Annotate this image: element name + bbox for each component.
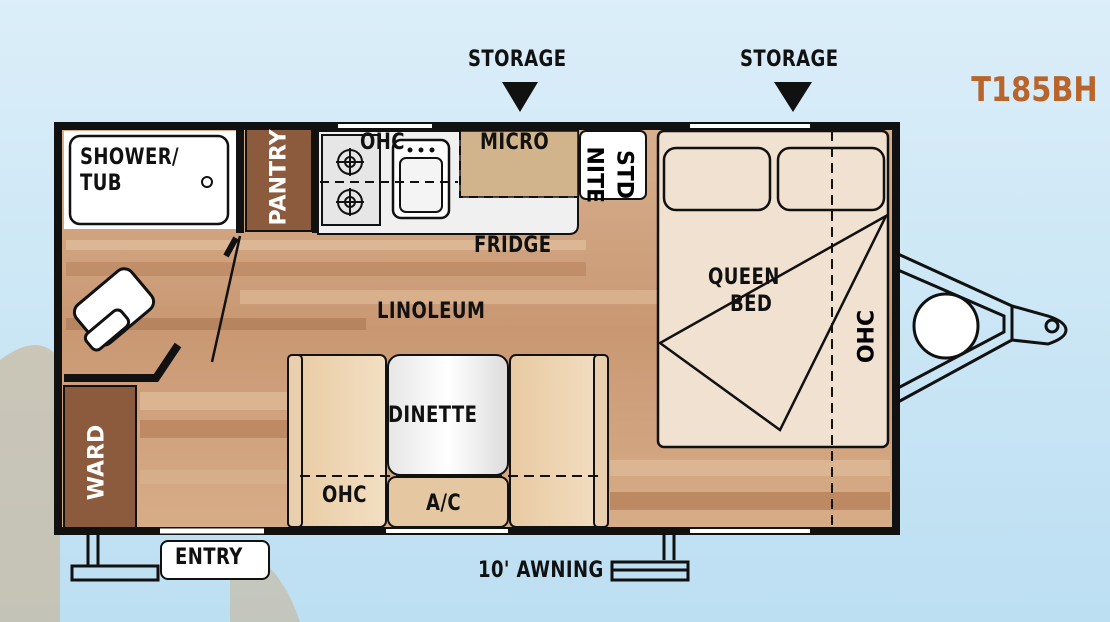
awning-bracket (610, 534, 690, 582)
bath-door-swing (210, 235, 242, 363)
storage-arrow-icon (502, 82, 538, 112)
model-number: T185BH (971, 70, 1098, 110)
ac-label: A/C (426, 491, 462, 516)
ohc-dashed-line (320, 131, 578, 198)
floor-planks (66, 240, 890, 510)
tub-label: TUB (80, 171, 122, 196)
storage-label-right: STORAGE (740, 47, 839, 72)
dinette-bench-right-back (593, 354, 609, 528)
burner-icon (336, 188, 364, 216)
entry-box (160, 540, 270, 580)
nightstand (579, 130, 647, 200)
bath-door (223, 236, 239, 258)
fridge-label: FRIDGE (474, 233, 552, 258)
bed-ohc-label: OHC (854, 309, 880, 364)
shower-label: SHOWER/ (80, 145, 180, 170)
ward-label: WARD (84, 424, 110, 501)
entry-label: ENTRY (175, 545, 243, 570)
storage-label-left: STORAGE (468, 47, 567, 72)
background-swirl (0, 345, 60, 622)
pillow (662, 146, 772, 212)
bed-label: BED (730, 292, 773, 317)
kitchen-ohc-label: OHC (360, 130, 405, 155)
std-label: STD (611, 149, 637, 200)
shower-tub (68, 134, 230, 226)
kitchen-wall (312, 129, 318, 233)
tub-drain (201, 176, 213, 188)
linoleum-label: LINOLEUM (377, 299, 486, 324)
dinette-bench-left-back (287, 354, 303, 528)
pantry-label: PANTRY (266, 129, 292, 226)
awning-label: 10' AWNING (478, 558, 604, 583)
propane-tank (912, 292, 980, 360)
pantry-cabinet (245, 128, 313, 232)
sink-basin (399, 157, 443, 213)
micro-label: MICRO (480, 130, 550, 155)
faucet-icon (407, 147, 435, 153)
storage-arrow-icon (774, 82, 812, 112)
bath-wall (236, 129, 244, 233)
nite-label: NITE (581, 146, 607, 204)
toilet-icon (72, 267, 156, 352)
queen-label: QUEEN (708, 265, 780, 290)
bath-partition (64, 342, 182, 382)
dinette-ohc-label: OHC (322, 483, 367, 508)
entry-steps (70, 534, 160, 582)
burner-icon (336, 148, 364, 176)
wardrobe (63, 385, 137, 529)
dinette-label: DINETTE (388, 403, 478, 428)
